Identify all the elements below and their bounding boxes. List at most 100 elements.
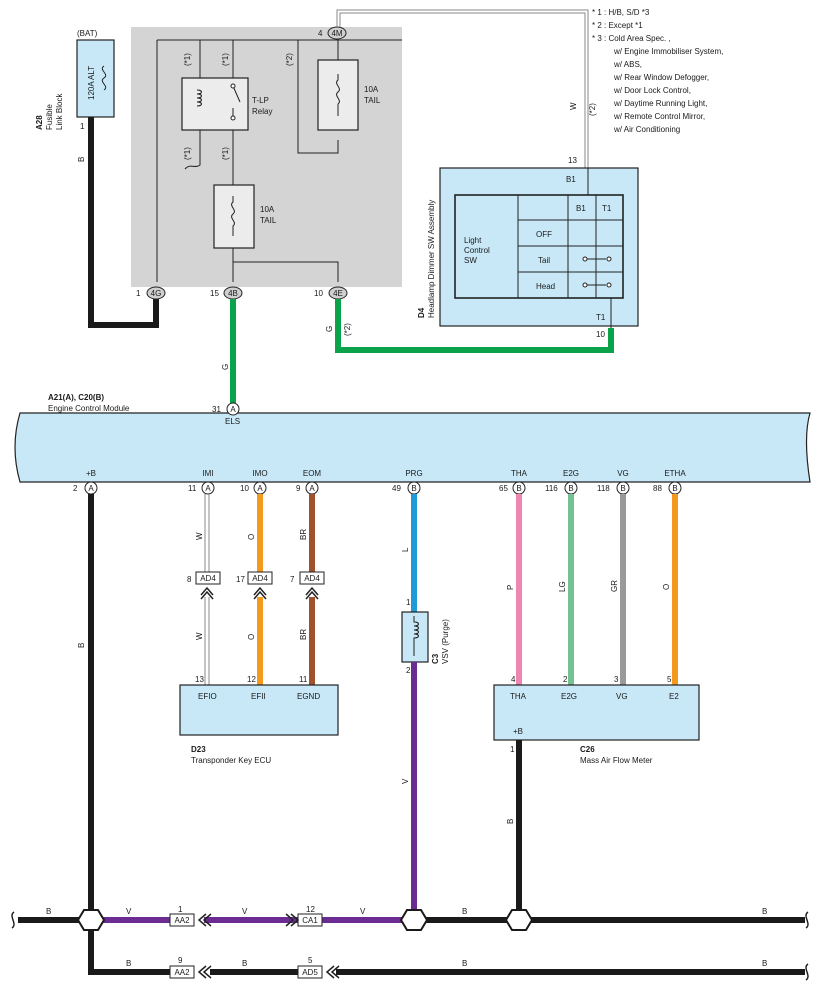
transponder-pin-name: EGND <box>297 692 320 701</box>
maf-box <box>493 684 700 741</box>
connector-chevron-icon <box>285 913 300 927</box>
wire-label: BR <box>299 629 308 640</box>
lower-aa2-label: AA2 <box>174 968 190 977</box>
relay-name2: Relay <box>252 107 272 116</box>
ground-bus: 1 AA2 12 CA1 B V V V B B 9 AA2 5 AD5 B B… <box>11 905 809 981</box>
transponder-name: Transponder Key ECU <box>191 756 271 765</box>
light-control-1: Light <box>464 236 482 245</box>
light-control-2: Control <box>464 246 490 255</box>
wire-v-label: V <box>401 778 410 784</box>
connector-4g <box>146 286 166 300</box>
switch-grid <box>517 195 623 298</box>
ecm-terminal-name: VG <box>617 469 629 478</box>
transponder-box <box>179 684 339 736</box>
relay-name1: T-LP <box>252 96 269 105</box>
ecm-terminal-conn-label: B <box>411 484 416 493</box>
ca1-label: CA1 <box>302 916 318 925</box>
headlamp-code: D4 <box>417 307 426 318</box>
junction-node <box>504 909 534 931</box>
ecm-terminal-conn-label: B <box>568 484 573 493</box>
bus-label: V <box>126 907 132 916</box>
lower-ad5-label: AD5 <box>302 968 318 977</box>
vsv-box <box>401 611 429 663</box>
vsv-pin2: 2 <box>406 666 411 675</box>
wire-label: O <box>247 534 256 540</box>
ecm-terminal-name: E2G <box>563 469 579 478</box>
maf-pin: 5 <box>667 675 672 684</box>
variant-note: (*1) <box>221 147 230 160</box>
connector-4g-label: 4G <box>151 289 162 298</box>
ecm-terminal-conn-label: B <box>620 484 625 493</box>
bottom-pin: 1 <box>136 289 141 298</box>
variant-note: (*1) <box>221 53 230 66</box>
ad4-pin: 7 <box>290 575 295 584</box>
relay-internal-lines-2 <box>232 130 339 282</box>
bat-label: (BAT) <box>77 29 98 38</box>
ecm-name: Engine Control Module <box>48 404 130 413</box>
note-line: w/ ABS, <box>613 60 642 69</box>
ecm-terminal-name: EOM <box>303 469 322 478</box>
lower-ad5-pin: 5 <box>308 956 313 965</box>
headlamp-b1: B1 <box>566 175 576 184</box>
junction-node <box>399 909 429 931</box>
bus-break-icon <box>805 963 809 981</box>
connector-chevron-icon <box>305 586 319 600</box>
wire-w-outline <box>336 9 589 168</box>
top-pin: 4 <box>318 29 323 38</box>
relay-bottom-connectors: 1 4G 15 4B 10 4E <box>136 286 348 300</box>
col-t1: T1 <box>602 204 612 213</box>
relay-block-bg <box>131 27 402 287</box>
bus-break-icon <box>11 911 809 929</box>
wire-label: GR <box>610 580 619 592</box>
switch-leads <box>587 168 612 328</box>
bus-label: B <box>762 907 767 916</box>
headlamp-pin-top: 13 <box>568 156 577 165</box>
bus-label: B <box>242 959 247 968</box>
note-line: w/ Door Lock Control, <box>613 86 691 95</box>
vsv-name: VSV (Purge) <box>441 619 450 664</box>
bottom-pin: 10 <box>314 289 323 298</box>
ad4-label: AD4 <box>304 574 320 583</box>
aa2-pin: 1 <box>178 905 183 914</box>
maf-name: Mass Air Flow Meter <box>580 756 653 765</box>
ecm-box <box>14 412 811 483</box>
junction-node <box>76 909 106 931</box>
headlamp-dimmer-switch: 13 B1 T1 10 D4 Headlamp Dimmer SW Assemb… <box>417 156 639 339</box>
maf-pin-name: THA <box>510 692 527 701</box>
ecm-terminal-pin: 49 <box>392 484 401 493</box>
ecm-terminal-conn-label: A <box>205 484 211 493</box>
transponder-code: D23 <box>191 745 206 754</box>
connector-chevron-icon <box>253 586 267 600</box>
lower-aa2-pin: 9 <box>178 956 183 965</box>
ad4-pin: 17 <box>236 575 245 584</box>
tail-fuse-upper-icon <box>336 74 340 116</box>
aa2-box <box>169 913 195 927</box>
transponder-key-ecu: 13 12 11 EFIO EFII EGND D23 Transponder … <box>179 675 339 765</box>
headlamp-t1: T1 <box>596 313 606 322</box>
maf-code: C26 <box>580 745 595 754</box>
ad4-label: AD4 <box>252 574 268 583</box>
relay-internal-lines <box>156 39 402 282</box>
ecm-terminal-conn-label: A <box>257 484 263 493</box>
headlamp-name: Headlamp Dimmer SW Assembly <box>427 200 436 318</box>
wire-b-fusible <box>88 117 159 328</box>
maf-pin-b: 1 <box>510 745 515 754</box>
lower-ad5-box <box>297 965 323 979</box>
tail-fuse-upper-b: TAIL <box>364 96 381 105</box>
solenoid-icon <box>413 616 419 656</box>
maf-pin-name: E2G <box>561 692 577 701</box>
ecm-terminal-name: PRG <box>405 469 422 478</box>
ecm-terminal-name: IMI <box>202 469 213 478</box>
transponder-pin: 12 <box>247 675 256 684</box>
els-conn-label: A <box>230 405 236 414</box>
connector-chevron-icon <box>200 586 214 600</box>
fusible-link-block: (BAT) 120A ALT A28 Fusible Link Block 1 … <box>35 29 115 162</box>
ecm-terminal-name: THA <box>511 469 528 478</box>
col-b1: B1 <box>576 204 586 213</box>
bottom-pin: 15 <box>210 289 219 298</box>
tail-fuse-lower-box <box>213 184 255 249</box>
relay-block: T-LP Relay 10A TAIL 10A TAIL (*1) (*1) (… <box>131 26 402 300</box>
maf-pin-name: VG <box>616 692 628 701</box>
ecm-terminal-pin: 11 <box>188 484 197 493</box>
ca1-pin: 12 <box>306 905 315 914</box>
